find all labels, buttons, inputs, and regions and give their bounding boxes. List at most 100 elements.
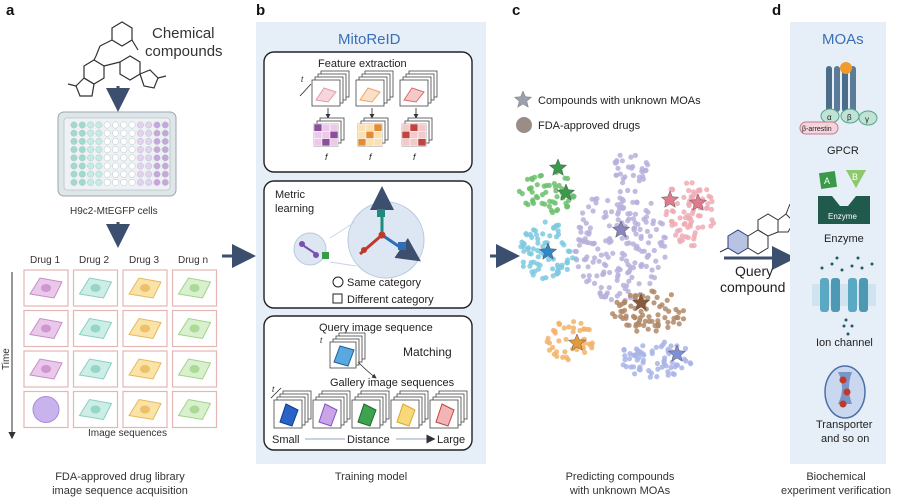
feature-f-label: f [413,152,417,162]
plate-well [153,121,161,129]
tsne-point [664,297,670,303]
tsne-point [554,194,560,200]
ion-dot [850,264,854,268]
unknown-compound-star-icon [556,183,576,201]
tsne-point [540,231,546,237]
tsne-point [614,202,620,208]
query-image-stack [329,332,366,369]
tsne-point [571,325,577,331]
gpcr-icon [799,62,878,135]
tsne-point [617,189,623,195]
tsne-point [679,365,685,371]
ion-dot [840,268,844,272]
tsne-point [594,196,600,202]
tsne-point [647,280,653,287]
tsne-point [677,227,683,233]
tsne-point [528,251,534,257]
gallery-cell [357,403,377,427]
ion-dot [844,318,848,322]
tsne-point [687,223,693,229]
tsne-point [542,201,548,207]
tsne-point [618,204,624,211]
tsne-point [564,203,571,209]
tsne-point [555,207,561,213]
tsne-point [590,259,596,265]
plate-well [103,154,111,162]
tsne-point [682,345,689,352]
ion-dot [846,332,850,336]
feature-map-cell [409,131,419,139]
tsne-point [708,206,715,212]
tsne-point [676,321,682,327]
mitoreid-title: MitoReID [338,31,401,48]
tsne-point [708,223,714,229]
plate-well [145,129,153,137]
plate-well [136,178,144,186]
drug-cell-nucleus [41,284,51,292]
tsne-point [679,233,685,239]
plate-well [103,137,111,145]
tsne-point [625,218,631,224]
tsne-point [615,165,621,171]
plate-well [128,137,136,145]
feature-map-cell [417,138,427,147]
tsne-point [524,176,531,182]
tsne-point [615,211,621,217]
feature-map-cell [329,123,339,132]
ion-dot [850,324,854,328]
tsne-point [533,232,540,238]
enzyme-inner-label: Enzyme [828,212,857,221]
feature-cell [315,87,337,103]
small-label: Small [272,434,300,446]
tsne-point [519,191,525,197]
drug-cell-nucleus [41,365,51,373]
tsne-point [603,213,609,219]
metric-space-diagram [293,186,425,279]
tsne-point [668,292,675,298]
tsne-point [653,328,659,334]
tsne-point [600,271,606,278]
plate-well [153,178,161,186]
ion-dot [860,266,864,270]
tsne-point [662,254,668,260]
tsne-point [637,226,643,232]
plate-well [112,146,119,154]
tsne-point [556,321,562,327]
tsne-point [578,225,584,231]
tsne-point [669,222,675,228]
tsne-point [634,328,640,334]
gallery-image-stacks [270,387,468,429]
query-compound-line2: compound [720,279,785,295]
ion-dot [820,266,824,270]
tsne-point [532,228,539,234]
tsne-point [613,160,619,166]
tsne-point [689,180,695,186]
tsne-point [677,215,683,221]
drug-cell-nucleus [140,405,150,414]
tsne-point [598,252,605,258]
tsne-point [645,326,651,332]
tsne-point [655,318,661,324]
same-category-label: Same category [347,277,421,289]
tsne-point [632,260,638,266]
tsne-point [638,263,644,270]
tsne-point [576,242,583,248]
tsne-point [563,336,569,342]
plate-well [153,129,161,137]
plate-well [70,162,78,170]
tsne-point [625,187,631,194]
plate-well [95,154,103,162]
tsne-point [640,176,647,182]
feature-map-cell [401,138,411,147]
feature-map-cell [321,131,331,139]
tsne-point [680,308,687,314]
tsne-point [622,307,628,313]
tsne-point [621,347,627,353]
query-t-label: t [320,336,323,345]
drug-cell-nucleus [140,324,150,333]
plate-well [78,129,86,137]
tsne-point [530,246,536,252]
tsne-point [577,237,583,243]
